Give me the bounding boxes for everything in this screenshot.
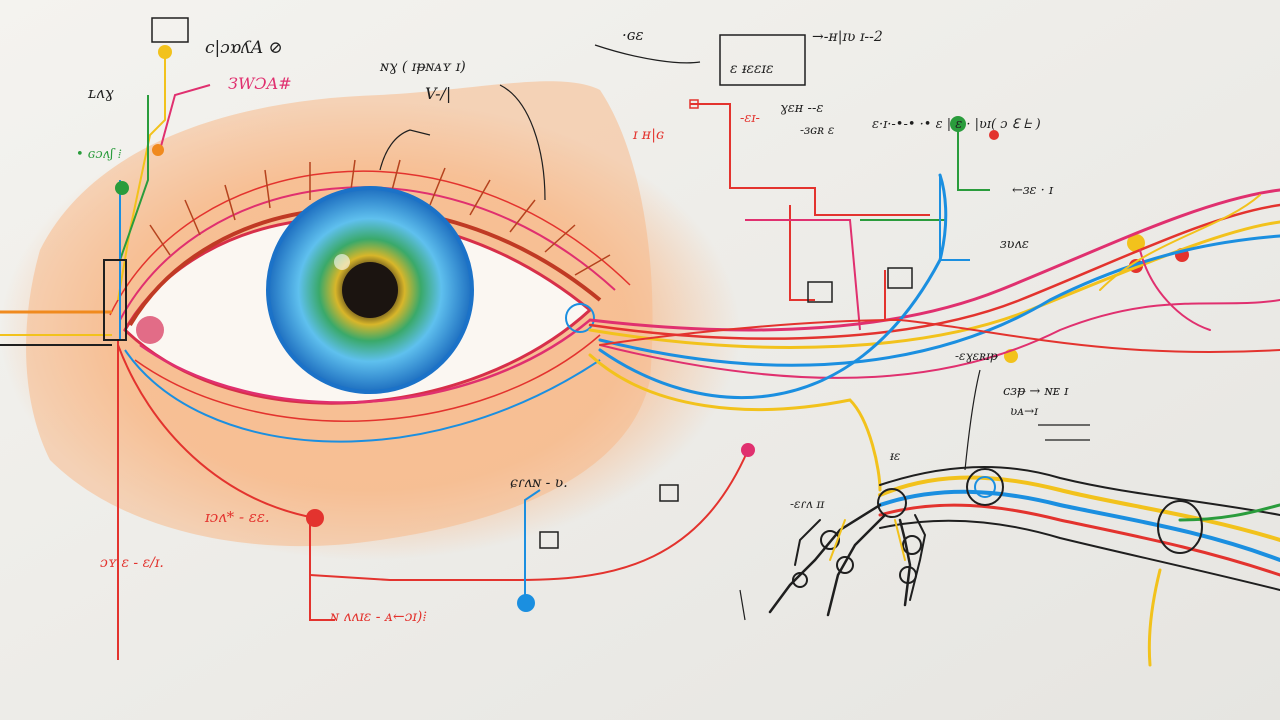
bottom-left-wiring — [117, 344, 749, 621]
orange-node — [152, 144, 164, 156]
robotic-hand — [768, 465, 1280, 667]
note-top-right: →-ʜ|ɪʋ ɪ--2 — [812, 29, 883, 45]
note-red-2: -ɛɪ- — [740, 111, 760, 126]
nerve-cable-bundle — [588, 173, 1280, 492]
note-red-label: ЗWƆA# — [228, 74, 292, 93]
note-hand-2: ᵻɛ — [890, 449, 901, 463]
left-connectors — [0, 17, 211, 660]
note-bottom-mid-2: ɴ ʌʌɪɛ - ᴀ←ɔɪ)⁞ — [330, 609, 428, 625]
note-right-mid-1: -ɛɣɛʀɪᵽ — [955, 349, 998, 363]
note-left-label: ʟʌɣ — [88, 84, 114, 102]
note-top-center: ·ɢɛ — [622, 26, 644, 44]
note-bottom-left-1: ɪɔʌ* - ɛɛ. — [205, 508, 270, 526]
blue-node — [517, 594, 535, 612]
note-far-right-1: ɛ·ɪ·-•-• ·• ɛ | ɛ · |ʋɪ( ɔ ℇ ᖶ ) — [872, 117, 1041, 132]
note-right-mid-3: ʋᴀ→ɪ — [1010, 404, 1038, 418]
note-mid-top-sub: V-/| — [425, 84, 452, 103]
note-red-1: ɪ ʜ|ɢ — [633, 127, 665, 143]
note-mid-top: ɴɣ ( ɪᵽɴᴀʏ ɪ) — [380, 59, 466, 75]
red-node — [306, 509, 324, 527]
note-right-mid-2: ᴄɜᵽ → ɴᴇ ɪ — [1003, 384, 1069, 399]
note-bottom-mid-1: ɕɾʌɴ - ʋ. — [510, 475, 568, 491]
note-green-label: • ɢɔʌʃ ⁞ — [76, 147, 122, 162]
eye — [109, 159, 631, 422]
note-far-right-2: ←ɜɛ · ɪ — [1012, 183, 1054, 198]
scribbles — [379, 44, 1090, 621]
green-node — [950, 116, 966, 132]
yellow-node-right — [1127, 234, 1145, 252]
note-bottom-left-2: ɔʏ ɛ - ɛ/ɪ. — [100, 555, 164, 571]
note-top-left: c|ɔɒʎA ⊘ — [205, 38, 283, 58]
note-red-4: -ɜɢʀ ɛ — [800, 123, 835, 137]
yellow-node — [158, 45, 172, 59]
pink-node — [741, 443, 755, 457]
note-red-3: ɣɛʜ --ɛ — [780, 101, 824, 116]
pupil — [342, 262, 398, 318]
note-hand-1: -ɛɾʌ ɪɪ — [790, 497, 825, 511]
note-far-right-3: ɜʋʌɛ — [1000, 237, 1029, 252]
note-box-label: ɛ ᵻɛɛɪɛ — [730, 61, 774, 77]
teal-node — [115, 181, 129, 195]
